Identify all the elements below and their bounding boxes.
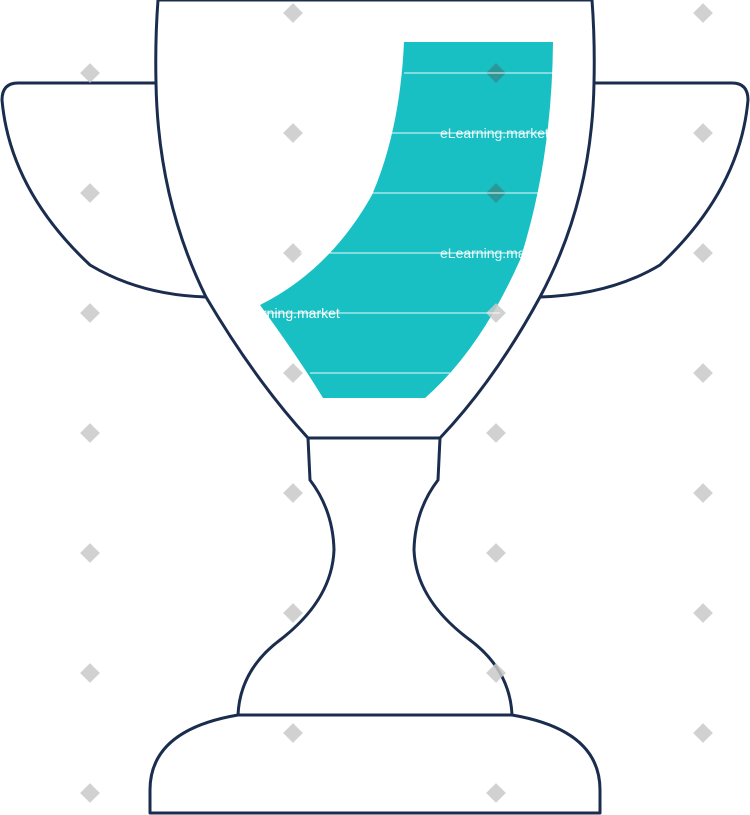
trophy-stem [236, 436, 514, 717]
watermark-text-1: eLearning.market [440, 125, 549, 141]
watermark-lines [260, 72, 553, 374]
watermark-text-3: rning.market [262, 305, 340, 321]
watermark-text-2: eLearning.market [440, 245, 549, 261]
trophy-base [148, 713, 602, 815]
trophy-right-handle [538, 81, 750, 299]
trophy-left-handle [0, 81, 208, 299]
trophy-highlight [260, 42, 553, 398]
